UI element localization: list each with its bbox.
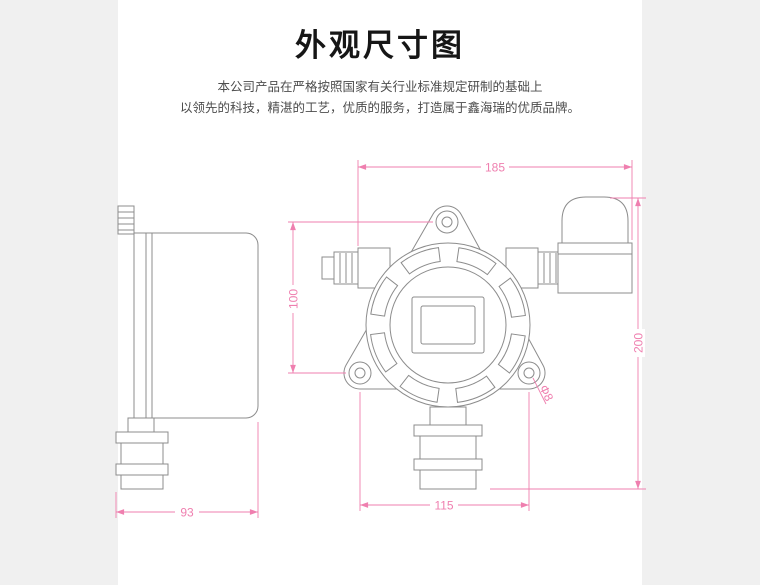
page-title: 外观尺寸图 bbox=[295, 28, 465, 63]
mounting-holes bbox=[348, 210, 541, 385]
display-screen bbox=[420, 305, 476, 345]
right-cable-gland bbox=[505, 247, 563, 289]
dimension-side-depth: 93 bbox=[115, 422, 259, 520]
dimension-hole-diameter: Φ8 bbox=[532, 377, 557, 405]
subtitle-line-2: 以领先的科技，精湛的工艺，优质的服务，打造属于鑫海瑞的优质品牌。 bbox=[179, 101, 580, 115]
side-view-drawing bbox=[115, 205, 259, 490]
dim-label-hole-dia: Φ8 bbox=[537, 383, 557, 404]
vent-slot-ring bbox=[370, 247, 526, 403]
side-sensor bbox=[115, 417, 169, 490]
side-body bbox=[133, 232, 259, 419]
subtitle: 本公司产品在严格按照国家有关行业标准规定研制的基础上 以领先的科技，精湛的工艺，… bbox=[118, 77, 642, 119]
front-sensor bbox=[413, 406, 483, 490]
subtitle-line-1: 本公司产品在严格按照国家有关行业标准规定研制的基础上 bbox=[217, 80, 543, 94]
dim-label-200: 200 bbox=[632, 333, 646, 353]
dimension-top-width: 185 bbox=[357, 160, 633, 246]
dim-label-93: 93 bbox=[180, 506, 194, 520]
dim-label-115: 115 bbox=[434, 499, 453, 513]
dim-label-185: 185 bbox=[485, 161, 505, 175]
dim-label-100: 100 bbox=[287, 289, 301, 309]
front-view-drawing bbox=[321, 196, 633, 490]
dimension-left-hole-spacing: 100 bbox=[286, 221, 433, 374]
dimension-bottom-hole-spacing: 115 bbox=[359, 392, 530, 513]
junction-dome bbox=[557, 196, 633, 294]
left-cable-gland bbox=[321, 247, 391, 289]
side-top-connector bbox=[117, 205, 135, 235]
dimension-overall-height: 200 bbox=[490, 197, 646, 490]
